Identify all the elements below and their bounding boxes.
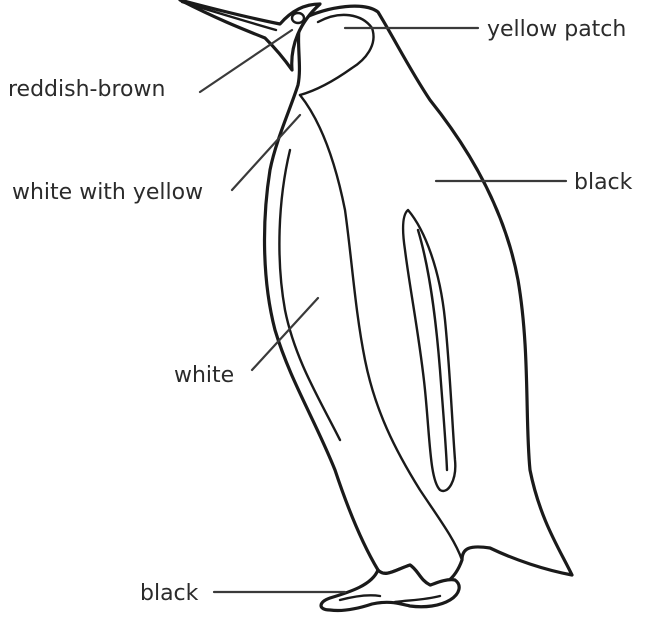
label-black-back: black bbox=[574, 170, 633, 195]
label-black-feet: black bbox=[140, 581, 199, 606]
beak-line bbox=[182, 2, 276, 30]
label-white-belly: white bbox=[174, 363, 234, 388]
label-white-with-yellow: white with yellow bbox=[12, 180, 203, 205]
leader-reddish-brown bbox=[200, 30, 292, 92]
label-yellow-patch: yellow patch bbox=[487, 17, 626, 42]
label-reddish-brown: reddish-brown bbox=[8, 77, 165, 102]
penguin-illustration bbox=[180, 0, 572, 611]
